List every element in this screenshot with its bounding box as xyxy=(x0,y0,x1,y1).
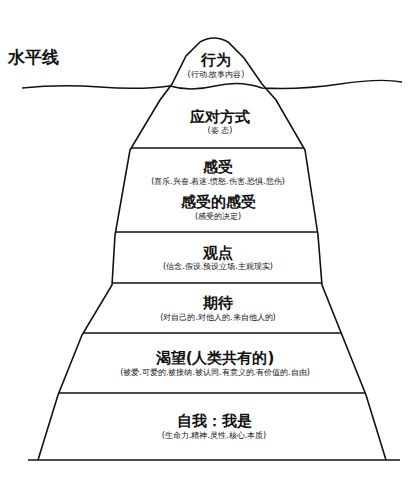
band-detail: (生命力.精神.灵性.核心.本质) xyxy=(162,431,266,441)
band-detail: (姿 态) xyxy=(208,126,233,136)
band-yearnings: 渴望(人类共有的)(被爱.可爱的.被接纳.被认同.有意义的.有价值的.自由) xyxy=(66,335,364,392)
band-detail: (行动.故事内容) xyxy=(188,70,245,80)
band-dividers xyxy=(0,148,414,393)
band-perceptions: 观点(信念.假设.预设立场.主观现实) xyxy=(116,234,320,282)
band-detail: (对自己的.对他人的.来自他人的) xyxy=(160,313,275,323)
band-detail: (被爱.可爱的.被接纳.被认同.有意义的.有价值的.自由) xyxy=(120,368,310,378)
band-detail: (信念.假设.预设立场.主观现实) xyxy=(163,262,273,272)
band-detail: (喜乐.兴奋.着迷.愤怒.伤害.恐惧.悲伤) xyxy=(151,177,285,187)
band-title: 感受 xyxy=(203,158,233,177)
band-title: 应对方式 xyxy=(190,108,250,127)
band-title: 期待 xyxy=(203,294,233,313)
band-title: 感受的感受 xyxy=(181,193,256,212)
water-line xyxy=(22,80,402,89)
iceberg-left-edge xyxy=(38,42,200,460)
band-title: 观点 xyxy=(203,244,233,263)
band-title: 渴望(人类共有的) xyxy=(156,349,275,368)
band-title: 自我：我是 xyxy=(177,412,252,431)
band-title: 行为 xyxy=(201,51,231,70)
band-feelings: 感受(喜乐.兴奋.着迷.愤怒.伤害.恐惧.悲伤) 感受的感受(感受的决定) xyxy=(128,150,308,230)
band-peak: 行为(行动.故事内容) xyxy=(168,47,264,84)
band-self: 自我：我是(生命力.精神.灵性.核心.本质) xyxy=(46,395,382,458)
band-detail: (感受的决定) xyxy=(195,212,241,222)
band-expectations: 期待(对自己的.对他人的.来自他人的) xyxy=(96,285,340,332)
iceberg-right-edge xyxy=(200,38,386,460)
waterline-label: 水平线 xyxy=(8,46,59,69)
base-line xyxy=(28,459,400,461)
band-coping: 应对方式(姿 态) xyxy=(150,98,290,146)
